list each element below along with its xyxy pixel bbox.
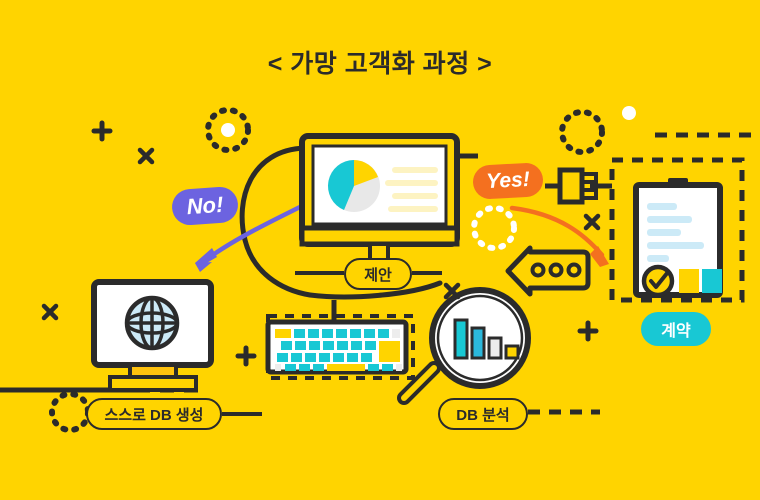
arrow-yes-head <box>590 246 609 267</box>
keyboard-key <box>333 353 344 362</box>
document-text-line <box>647 255 669 262</box>
plug-prong-top <box>580 172 598 184</box>
plug-prong-bottom <box>580 188 598 200</box>
keyboard-key <box>350 329 361 338</box>
keyboard-icon <box>265 300 409 375</box>
x-icon <box>583 213 601 231</box>
keyboard-spacebar <box>327 364 365 371</box>
speech-dot <box>530 262 546 278</box>
keyboard-key <box>275 364 281 371</box>
white-dot <box>221 123 235 137</box>
monitor-pie-chart-icon <box>299 133 460 262</box>
arrow-no-head-2 <box>195 262 212 272</box>
x-icon <box>137 147 155 165</box>
keyboard-key <box>309 341 320 350</box>
globe-icon <box>124 295 180 351</box>
keyboard-key <box>368 364 379 371</box>
monitor-globe-icon <box>91 279 214 392</box>
keyboard-key <box>275 329 291 338</box>
screen-text-line <box>392 193 438 199</box>
keyboard-key <box>392 329 400 338</box>
check-seal-icon <box>641 264 675 298</box>
keyboard-key <box>305 353 316 362</box>
monitor-base-bar <box>299 225 460 247</box>
page-title: < 가망 고객화 과정 > <box>267 50 493 78</box>
magnifier-bar-2 <box>470 326 486 360</box>
keyboard-key <box>308 329 319 338</box>
keyboard-key <box>291 353 302 362</box>
keyboard-key <box>277 353 288 362</box>
plug-connector-icon <box>557 167 598 205</box>
magnifier-bar-chart-icon <box>397 287 531 405</box>
keyboard-key <box>337 341 348 350</box>
plug-body <box>557 167 585 205</box>
badge-db-analysis: DB 분석 <box>438 398 528 430</box>
screen-text-line <box>388 206 438 212</box>
document-clip <box>668 178 688 188</box>
keyboard-key <box>382 364 393 371</box>
document-text-line <box>647 242 704 249</box>
keyboard-enter-key <box>379 341 400 362</box>
keyboard-key <box>295 341 306 350</box>
pie-slice-yellow <box>354 160 378 186</box>
keyboard-key <box>281 341 292 350</box>
screen-text-line <box>392 167 438 173</box>
keyboard-key <box>378 329 389 338</box>
badge-db-create: 스스로 DB 생성 <box>86 398 222 430</box>
speech-bubble-body <box>505 245 591 297</box>
seal-check <box>649 270 670 289</box>
pie-chart <box>328 160 380 212</box>
keyboard-key <box>396 364 402 371</box>
magnifier-bar-1 <box>453 318 469 360</box>
keyboard-key <box>365 341 376 350</box>
dashed-frame-contract <box>609 157 745 303</box>
keyboard-key <box>347 353 358 362</box>
keyboard-key <box>285 364 296 371</box>
speech-dot <box>566 262 582 278</box>
keyboard-key <box>323 341 334 350</box>
document-text-line <box>647 216 692 223</box>
document-text-line <box>647 229 681 236</box>
dotted-circle-white-icon <box>471 205 517 251</box>
badge-yes: Yes! <box>472 162 544 200</box>
keyboard-key <box>364 329 375 338</box>
keyboard-key <box>361 353 372 362</box>
keyboard-key <box>336 329 347 338</box>
document-swatch-yellow <box>679 269 699 293</box>
magnifier-bar-3 <box>487 336 503 360</box>
keyboard-key <box>299 364 310 371</box>
white-dot <box>622 106 636 120</box>
badge-contract: 계약 <box>641 312 711 346</box>
dotted-circles-white-group <box>471 205 517 251</box>
globe-monitor-base <box>108 375 198 392</box>
dotted-circle-icon <box>205 107 251 153</box>
plus-marks-group <box>91 120 599 367</box>
keyboard-key <box>294 329 305 338</box>
x-icon <box>41 303 59 321</box>
speech-dot <box>548 262 564 278</box>
pie-slice-teal <box>328 160 354 210</box>
magnifier-handle-inner <box>401 365 437 401</box>
document-text-line <box>647 203 677 210</box>
badge-proposal: 제안 <box>344 258 412 290</box>
contract-document-icon <box>633 178 723 298</box>
keyboard-key <box>319 353 330 362</box>
speech-bubble-dots-icon <box>505 245 591 297</box>
keyboard-key <box>351 341 362 350</box>
dotted-circle-icon <box>559 109 605 155</box>
magnifier-bar-4 <box>504 344 520 360</box>
x-marks-group <box>41 147 601 321</box>
globe-parallel-ellipse <box>125 311 179 335</box>
document-swatch-teal <box>702 269 722 293</box>
badge-no: No! <box>170 185 240 227</box>
keyboard-key <box>313 364 324 371</box>
curve-to-magnifier <box>307 280 443 300</box>
x-icon <box>443 282 461 300</box>
keyboard-key <box>322 329 333 338</box>
globe-meridian-ellipse <box>139 296 165 350</box>
screen-text-line <box>385 180 438 186</box>
